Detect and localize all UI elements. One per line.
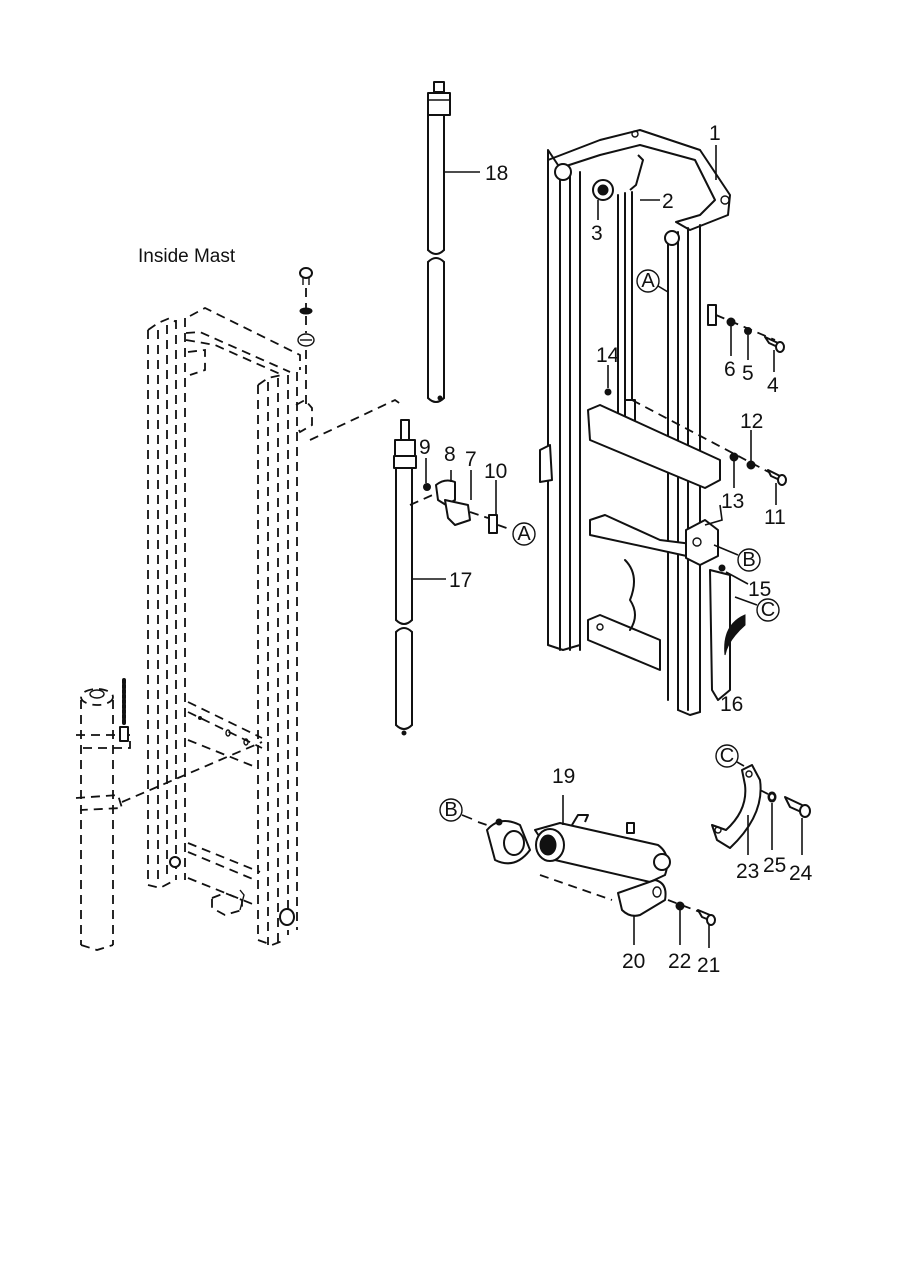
inside-mast-title: Inside Mast [138, 246, 236, 267]
part-15-pin [718, 564, 726, 572]
part-label-17: 17 [449, 569, 472, 592]
callout-b-upper: B [713, 544, 761, 572]
fasteners-4-6 [726, 317, 785, 372]
svg-text:C: C [761, 599, 775, 621]
part-label-5: 5 [742, 362, 754, 385]
callout-c-upper: C [734, 596, 780, 622]
part-label-22: 22 [668, 950, 691, 973]
part-label-11: 11 [764, 506, 786, 529]
fasteners-11-13 [729, 430, 787, 505]
fasteners-21-22 [667, 899, 716, 948]
svg-text:A: A [641, 270, 655, 292]
part-label-10: 10 [484, 460, 507, 483]
callout-b-lower: B [439, 798, 491, 827]
part-label-19: 19 [552, 765, 575, 788]
part-label-8: 8 [444, 443, 456, 466]
part-label-7: 7 [465, 448, 477, 471]
part-14-pin [604, 388, 612, 396]
part-label-2: 2 [662, 190, 674, 213]
part-label-14: 14 [596, 344, 620, 367]
bracket-assembly-7-10 [409, 458, 513, 534]
part-label-9: 9 [419, 436, 431, 459]
callout-a-lower: A [512, 522, 536, 546]
tilt-cylinder-19 [486, 795, 671, 901]
part-label-12: 12 [740, 410, 763, 433]
inside-lift-cylinder [75, 678, 263, 951]
clamp-23 [711, 764, 762, 855]
part-label-23: 23 [736, 860, 759, 883]
part-label-25: 25 [763, 854, 786, 877]
part-label-3: 3 [591, 222, 603, 245]
inside-mast-frame [147, 306, 313, 946]
part-18-rod [427, 81, 480, 403]
connector-line [309, 398, 403, 441]
outer-mast-frame [539, 129, 746, 716]
part-label-16: 16 [720, 693, 743, 716]
part-labels: 1 2 3 4 5 6 7 8 9 10 11 12 13 14 15 16 1… [419, 122, 813, 977]
part-17-rod [393, 419, 446, 736]
callout-a-upper: A [636, 269, 669, 293]
part-label-24: 24 [789, 862, 813, 885]
fastener-axis-4-6 [715, 314, 776, 341]
part-label-1: 1 [709, 122, 721, 145]
svg-text:A: A [517, 523, 531, 545]
pin-20 [617, 879, 667, 945]
callout-c-lower: C [715, 744, 745, 768]
part-label-18: 18 [485, 162, 508, 185]
svg-text:C: C [720, 745, 734, 767]
svg-text:B: B [444, 799, 457, 821]
fasteners-24-25 [759, 789, 811, 855]
part-label-20: 20 [622, 950, 645, 973]
part-label-21: 21 [697, 954, 720, 977]
inside-mast-hardware-stack [297, 267, 315, 405]
svg-text:B: B [742, 549, 755, 571]
part-label-6: 6 [724, 358, 736, 381]
part-label-15: 15 [748, 578, 771, 601]
part-label-4: 4 [767, 374, 779, 397]
part-label-13: 13 [721, 490, 744, 513]
